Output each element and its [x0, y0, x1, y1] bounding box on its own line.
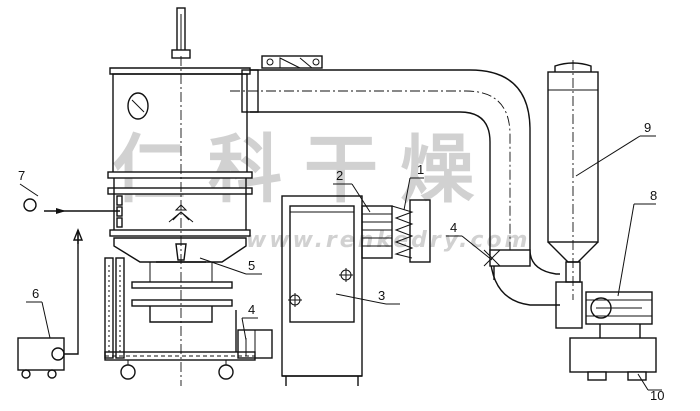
callout-7: 7	[18, 168, 25, 183]
sight-glass	[127, 92, 149, 120]
inlet-pipe	[19, 183, 120, 214]
leader-lines	[26, 135, 662, 391]
watermark-url: www.renkedry.com	[246, 228, 531, 253]
callout-labels: 1 2 3 4 4 5 6 7 8 9 10	[18, 120, 664, 403]
wheel	[218, 364, 234, 380]
watermark-brand: 仁科干燥	[112, 127, 496, 213]
callout-4-upper: 4	[450, 220, 457, 235]
callout-9: 9	[644, 120, 651, 135]
callout-1: 1	[417, 162, 424, 177]
air-valve-lower	[237, 329, 273, 359]
blower	[569, 291, 657, 381]
callout-5: 5	[248, 258, 255, 273]
feed-pump	[17, 228, 84, 379]
callout-3: 3	[378, 288, 385, 303]
frame-cart	[104, 257, 256, 380]
callout-4-lower: 4	[248, 302, 255, 317]
air-intake	[391, 199, 431, 263]
bag-filter	[547, 60, 599, 329]
wheel	[120, 364, 136, 380]
air-heater	[281, 195, 363, 386]
callout-8: 8	[650, 188, 657, 203]
spray-nozzle	[174, 204, 188, 211]
air-filter	[361, 205, 393, 259]
callout-10: 10	[650, 388, 664, 403]
dryer-tower	[107, 7, 253, 386]
callout-6: 6	[32, 286, 39, 301]
upper-chamber	[112, 73, 248, 177]
exhaust-duct	[230, 55, 560, 306]
callout-2: 2	[336, 168, 343, 183]
